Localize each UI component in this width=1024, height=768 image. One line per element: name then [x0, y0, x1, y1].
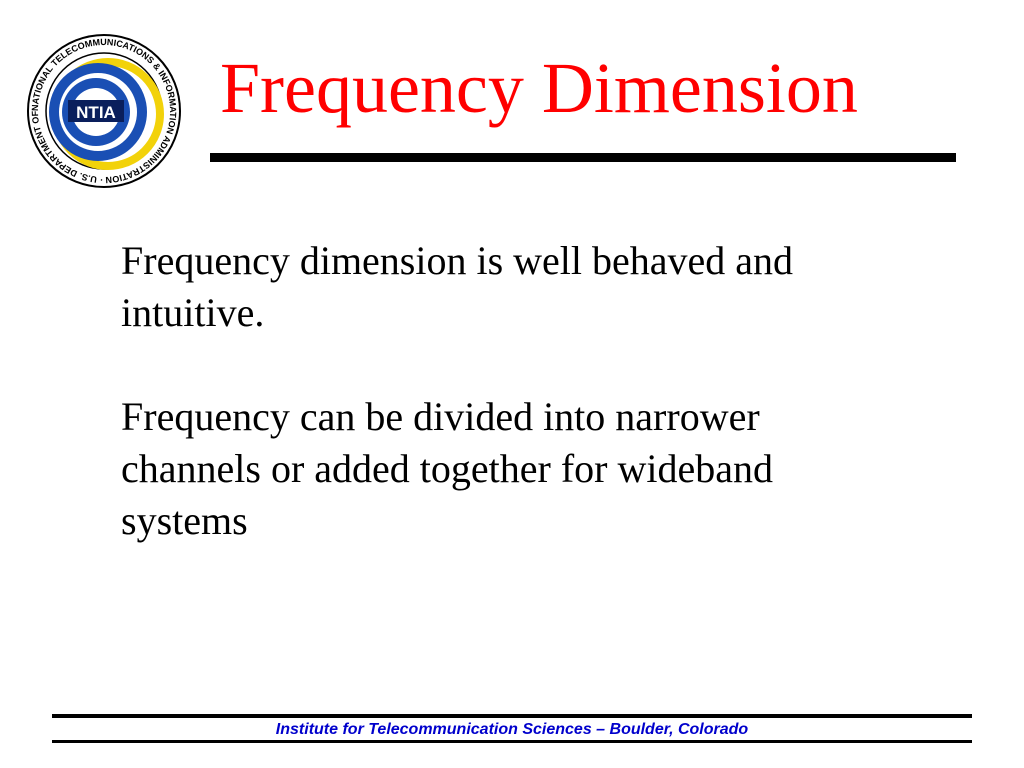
ntia-seal-logo: NATIONAL TELECOMMUNICATIONS & INFORMATIO…	[24, 34, 181, 188]
body-paragraph-2: Frequency can be divided into narrower c…	[121, 394, 773, 543]
footer-rule-top	[52, 714, 972, 718]
title-underline	[210, 153, 956, 162]
slide-title: Frequency Dimension	[220, 48, 858, 128]
footer-text: Institute for Telecommunication Sciences…	[275, 721, 749, 738]
body-paragraph-1: Frequency dimension is well behaved and …	[121, 238, 794, 335]
svg-text:NTIA: NTIA	[76, 103, 116, 122]
slide-body: Frequency dimension is well behaved and …	[121, 235, 981, 599]
footer-rule-bottom	[52, 740, 972, 743]
